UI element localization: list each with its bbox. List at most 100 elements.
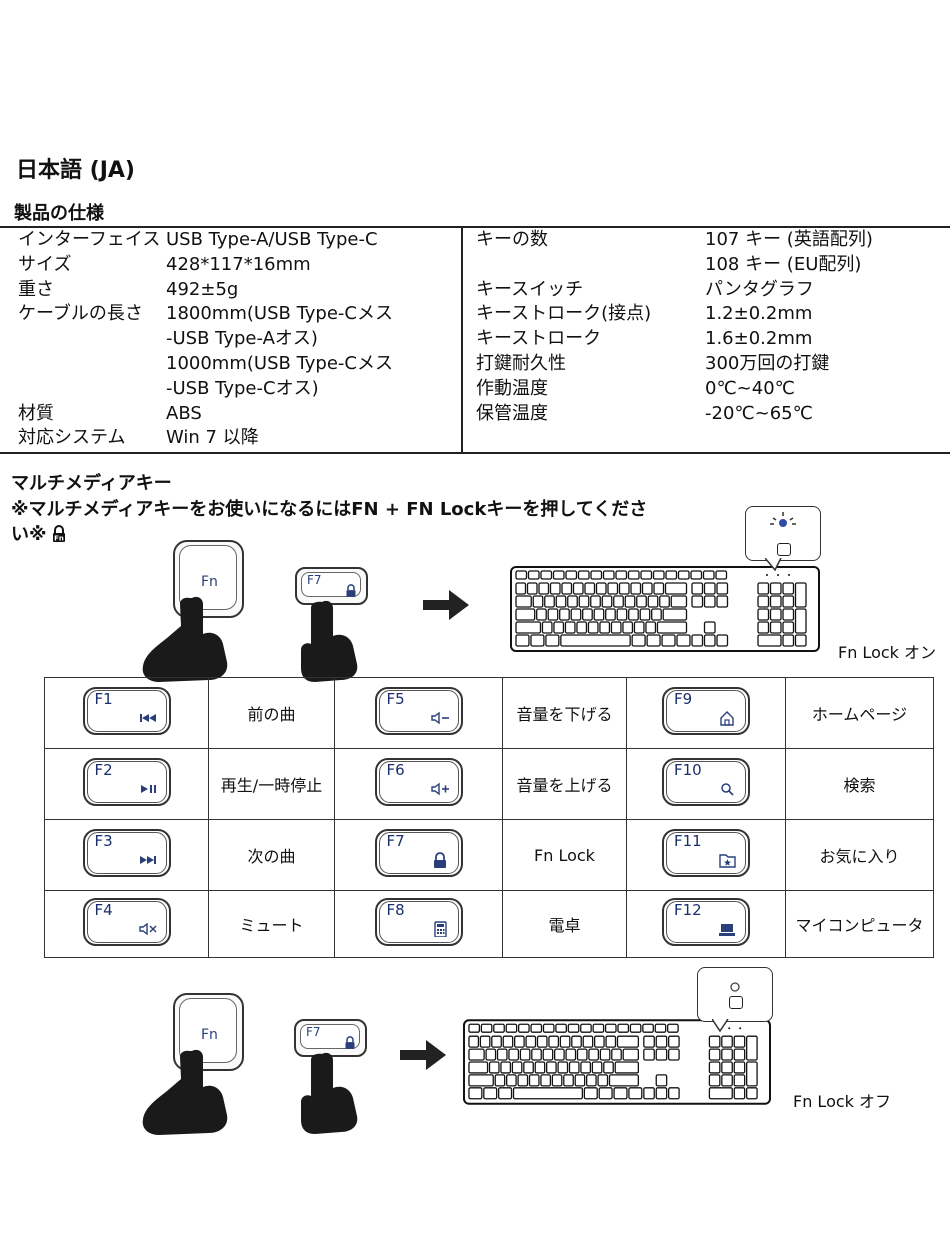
multimedia-title: マルチメディアキー [11, 473, 172, 494]
led-key-glyph [729, 996, 743, 1009]
keyboard-key [691, 634, 704, 647]
keyboard-key [515, 634, 530, 647]
spec-label: 打鍵耐久性 [476, 352, 566, 374]
spec-label: 作動温度 [476, 377, 548, 399]
spec-label: 材質 [18, 402, 54, 424]
fkey-cell: F3 [44, 819, 209, 891]
callout-pointer [765, 558, 782, 572]
keyboard-key [746, 1035, 758, 1061]
fkey-description: 電卓 [502, 890, 627, 958]
led-callout [745, 506, 821, 561]
spec-value: ABS [166, 402, 202, 424]
keyboard-key [591, 1061, 603, 1074]
spec-row: 作動温度 0℃~40℃ [476, 377, 873, 402]
home-icon [720, 711, 734, 726]
keyboard-key [667, 1023, 679, 1033]
keyboard-key [677, 570, 690, 580]
spec-label [18, 377, 166, 402]
fn-lock-on-caption: Fn Lock オン [838, 643, 937, 662]
fkey-keycap: F10 [662, 758, 750, 806]
f7-key-label: F7 [307, 573, 322, 587]
fkey-keycap: F7 [374, 829, 463, 877]
indicator-led [788, 574, 790, 576]
fkey-cell: F2 [44, 748, 209, 820]
play-pause-icon [140, 785, 156, 793]
keyboard-key [512, 1087, 584, 1100]
fkey-description: Fn Lock [502, 819, 627, 891]
volume-up-icon [430, 782, 449, 796]
fkey-label: F3 [94, 832, 113, 850]
fn-key-illustration: Fn [173, 540, 244, 618]
keyboard-key [564, 621, 576, 634]
keyboard-key [505, 1023, 518, 1033]
keyboard-key [703, 621, 716, 634]
keyboard-key [656, 621, 688, 634]
multimedia-note: ※マルチメディアキーをお使いになるにはFN + FN Lockキーを押してくださ… [11, 497, 661, 547]
fn-key-label: Fn [201, 574, 218, 590]
fkey-label: F6 [386, 761, 405, 779]
spec-label: インターフェイス [18, 229, 161, 250]
indicator-led [766, 574, 768, 576]
fkey-description: 音量を上げる [502, 748, 627, 820]
keyboard-key [769, 595, 782, 608]
fkey-keycap: F5 [374, 687, 463, 735]
keyboard-key [708, 1048, 721, 1061]
spec-label [18, 352, 166, 377]
f7-key-illustration: F7 [295, 567, 368, 605]
callout-pointer [712, 1019, 729, 1033]
keyboard-key [586, 1074, 597, 1087]
fkey-keycap: F11 [662, 829, 750, 877]
fkey-keycap: F3 [82, 829, 171, 877]
keyboard-key [546, 1061, 557, 1074]
fkey-cell: F10 [626, 748, 786, 820]
led-callout [697, 967, 773, 1022]
keyboard-key [716, 595, 729, 608]
keyboard-key [555, 595, 567, 608]
fkey-cell: F4 [44, 890, 209, 958]
keyboard-key [526, 582, 538, 595]
volume-down-icon [430, 711, 449, 725]
spec-value: 1.6±0.2mm [705, 328, 813, 350]
keyboard-key [721, 1061, 733, 1074]
spec-row: キースイッチパンタグラフ [476, 278, 873, 303]
fkey-description: マイコンピュータ [785, 890, 934, 958]
keyboard-key [540, 570, 553, 580]
fkey-cell: F5 [334, 677, 503, 749]
keyboard-key [782, 621, 795, 634]
fkey-label: F2 [94, 761, 113, 779]
spec-row: -USB Type-Cオス) [18, 377, 393, 402]
arrow-right-icon [400, 1040, 446, 1070]
spec-label: 対応システム [18, 427, 126, 449]
keyboard-key [542, 1023, 555, 1033]
keyboard-key [640, 570, 653, 580]
keyboard-key [571, 1035, 582, 1048]
keyboard-key [578, 595, 590, 608]
spec-row: 保管温度-20℃~65℃ [476, 402, 873, 427]
fkey-label: F9 [674, 690, 693, 708]
keyboard-key [479, 1035, 491, 1048]
keyboard-key [782, 608, 795, 621]
keyboard-key [608, 1074, 640, 1087]
keyboard-key [617, 1023, 630, 1033]
spec-value: パンタグラフ [705, 278, 814, 300]
keyboard-key [582, 608, 593, 621]
fkey-cell: F9 [626, 677, 786, 749]
spec-row: 1000mm(USB Type-Cメス [18, 352, 393, 377]
keyboard-key [690, 570, 703, 580]
spec-value: 0℃~40℃ [705, 377, 795, 399]
keyboard-key [613, 1087, 628, 1100]
keyboard-key [613, 595, 624, 608]
keyboard-key [721, 1035, 733, 1048]
keyboard-key [515, 570, 528, 580]
keyboard-key [468, 1061, 489, 1074]
fkey-keycap: F4 [82, 898, 171, 946]
keyboard-key [769, 582, 782, 595]
fkey-description: 前の曲 [208, 677, 335, 749]
fkey-cell: F12 [626, 890, 786, 958]
keyboard-key [630, 582, 642, 595]
keyboard-key [652, 570, 665, 580]
